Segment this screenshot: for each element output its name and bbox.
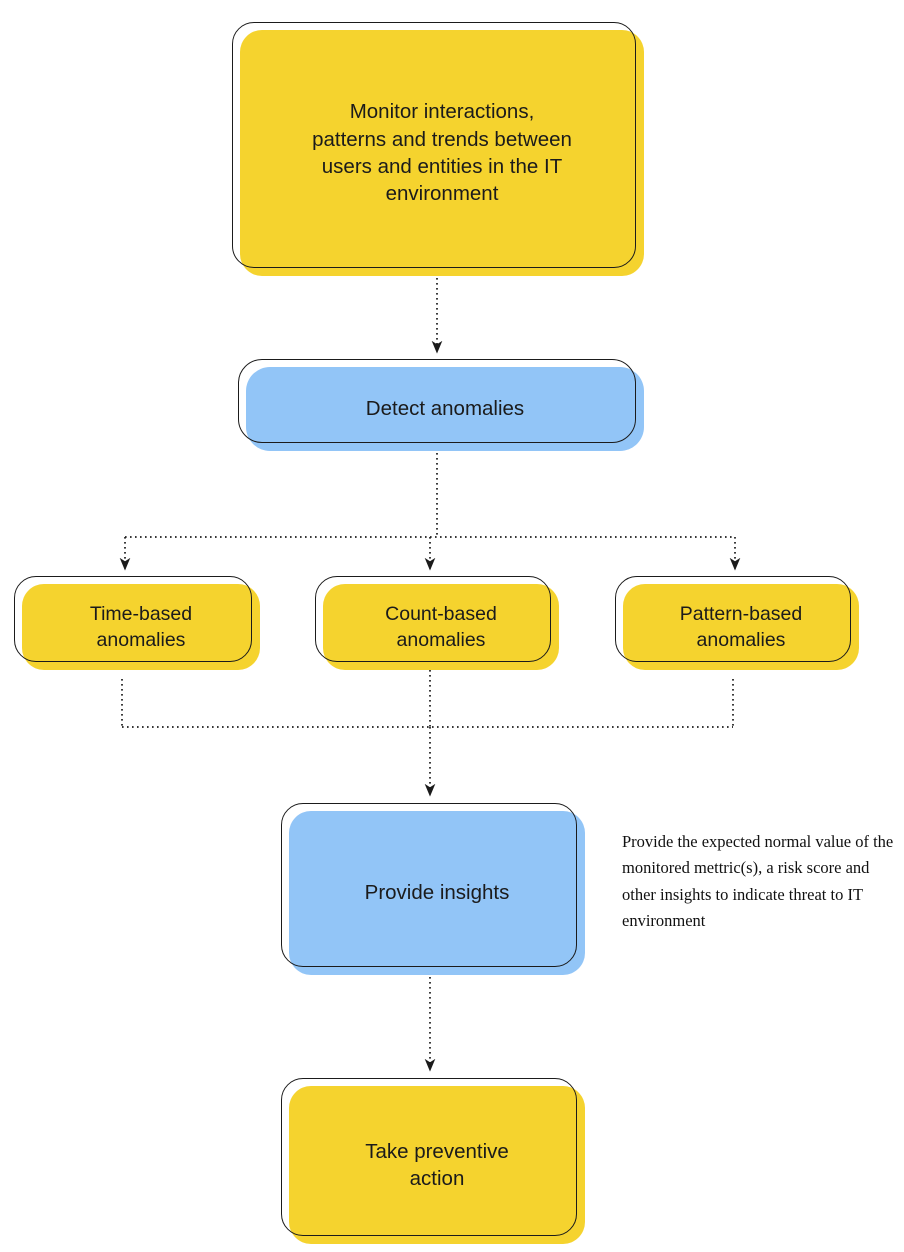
node-label: Pattern-based anomalies bbox=[679, 602, 803, 651]
node-outline-frame bbox=[315, 576, 551, 662]
node-pattern-based-anomalies[interactable]: Pattern-based anomalies bbox=[615, 576, 859, 670]
node-fill-plate bbox=[623, 584, 859, 670]
node-monitor-interactions[interactable]: Monitor interactions, patterns and trend… bbox=[232, 22, 644, 276]
edge-detect-to-branches bbox=[119, 453, 741, 571]
node-label: Take preventive action bbox=[365, 1139, 509, 1190]
node-fill-plate bbox=[323, 584, 559, 670]
node-time-based-anomalies[interactable]: Time-based anomalies bbox=[14, 576, 260, 670]
node-fill-plate bbox=[289, 1086, 585, 1244]
node-provide-insights[interactable]: Provide insights bbox=[281, 803, 585, 975]
node-label: Provide insights bbox=[364, 881, 510, 905]
annotation-insights-note: Provide the expected normal value of the… bbox=[622, 832, 894, 931]
node-fill-plate bbox=[22, 584, 260, 670]
edge-branches-to-insights bbox=[121, 670, 734, 797]
node-take-preventive-action[interactable]: Take preventive action bbox=[281, 1078, 585, 1244]
node-label: Time-based anomalies bbox=[89, 602, 193, 651]
node-label: Monitor interactions, patterns and trend… bbox=[312, 100, 572, 206]
node-outline-frame bbox=[615, 576, 851, 662]
node-fill-plate bbox=[289, 811, 585, 975]
node-label: Detect anomalies bbox=[365, 397, 525, 421]
node-outline-frame bbox=[232, 22, 636, 268]
node-detect-anomalies[interactable]: Detect anomalies bbox=[238, 359, 644, 451]
node-outline-frame bbox=[281, 803, 577, 967]
node-outline-frame bbox=[14, 576, 252, 662]
node-fill-plate bbox=[246, 367, 644, 451]
node-count-based-anomalies[interactable]: Count-based anomalies bbox=[315, 576, 559, 670]
node-outline-frame bbox=[238, 359, 636, 443]
node-outline-frame bbox=[281, 1078, 577, 1236]
node-fill-plate bbox=[240, 30, 644, 276]
node-label: Count-based anomalies bbox=[385, 602, 497, 651]
